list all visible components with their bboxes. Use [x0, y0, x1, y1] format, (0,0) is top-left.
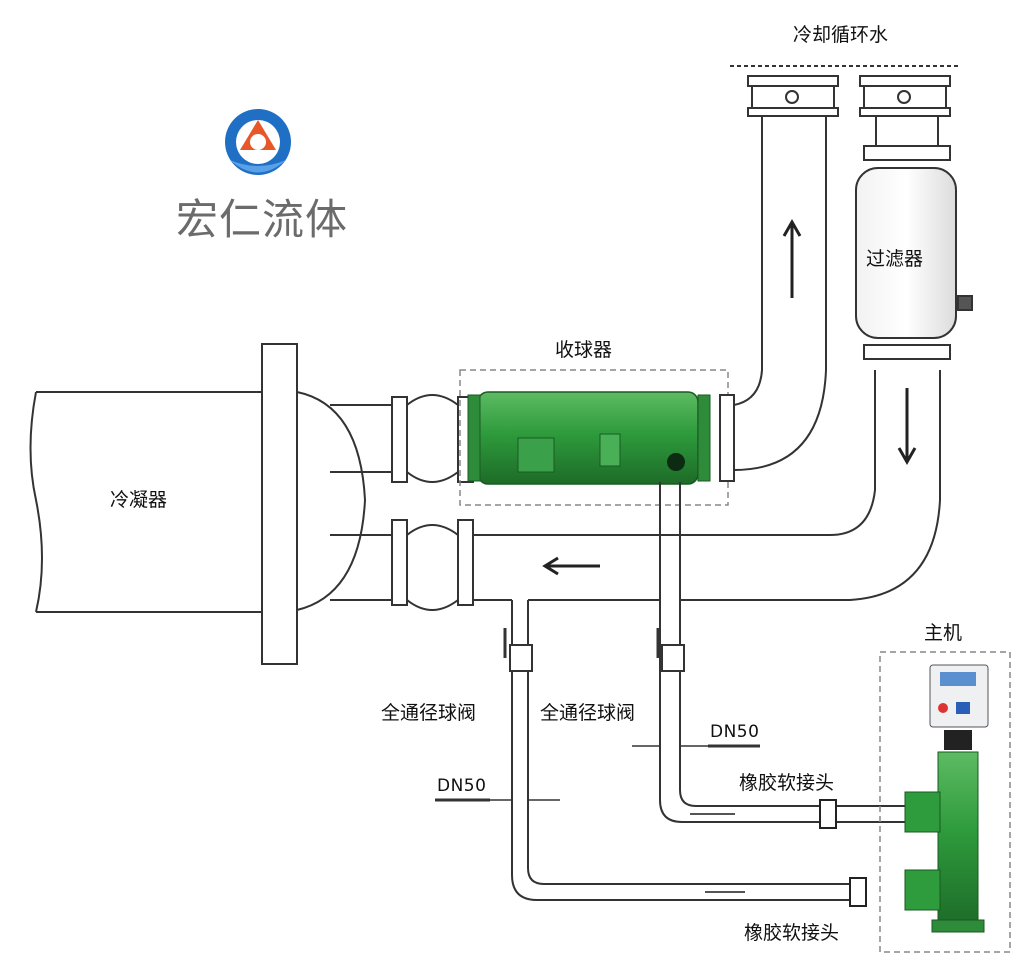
- main-unit-label: 主机: [924, 622, 963, 644]
- flow-arrow-up: [782, 218, 802, 298]
- dn50-left-label: DN50: [437, 776, 487, 796]
- ball-valve-left-icon: [503, 628, 533, 672]
- condenser: [29, 343, 367, 665]
- rubber-joint-lower-icon: [849, 877, 867, 907]
- cooling-water-connection: [730, 65, 960, 117]
- filter: [855, 116, 973, 360]
- brand-name: 宏仁流体: [176, 195, 349, 244]
- ball-valve-left-label: 全通径球阀: [381, 702, 477, 724]
- return-pipe: [330, 370, 941, 611]
- rubber-joint-lower-label: 橡胶软接头: [744, 922, 840, 944]
- ball-valve-right-label: 全通径球阀: [540, 702, 636, 724]
- dn50-right-label: DN50: [710, 722, 760, 742]
- condenser-label: 冷凝器: [110, 489, 168, 511]
- main-unit-frame: [879, 651, 1011, 953]
- ball-collector: [467, 391, 711, 485]
- flow-arrow-left: [542, 556, 600, 576]
- riser-pipe: [719, 112, 827, 482]
- filter-label: 过滤器: [866, 248, 924, 270]
- cooling-water-label: 冷却循环水: [793, 24, 889, 46]
- rubber-joint-upper-icon: [819, 799, 837, 829]
- brand-logo: [225, 109, 291, 175]
- rubber-joint-upper-label: 橡胶软接头: [739, 772, 835, 794]
- flow-arrow-down: [897, 388, 917, 466]
- ball-valve-right-icon: [656, 628, 685, 672]
- small-pipes: [511, 482, 905, 901]
- ball-collector-label: 收球器: [555, 339, 613, 361]
- main-unit: [904, 664, 989, 933]
